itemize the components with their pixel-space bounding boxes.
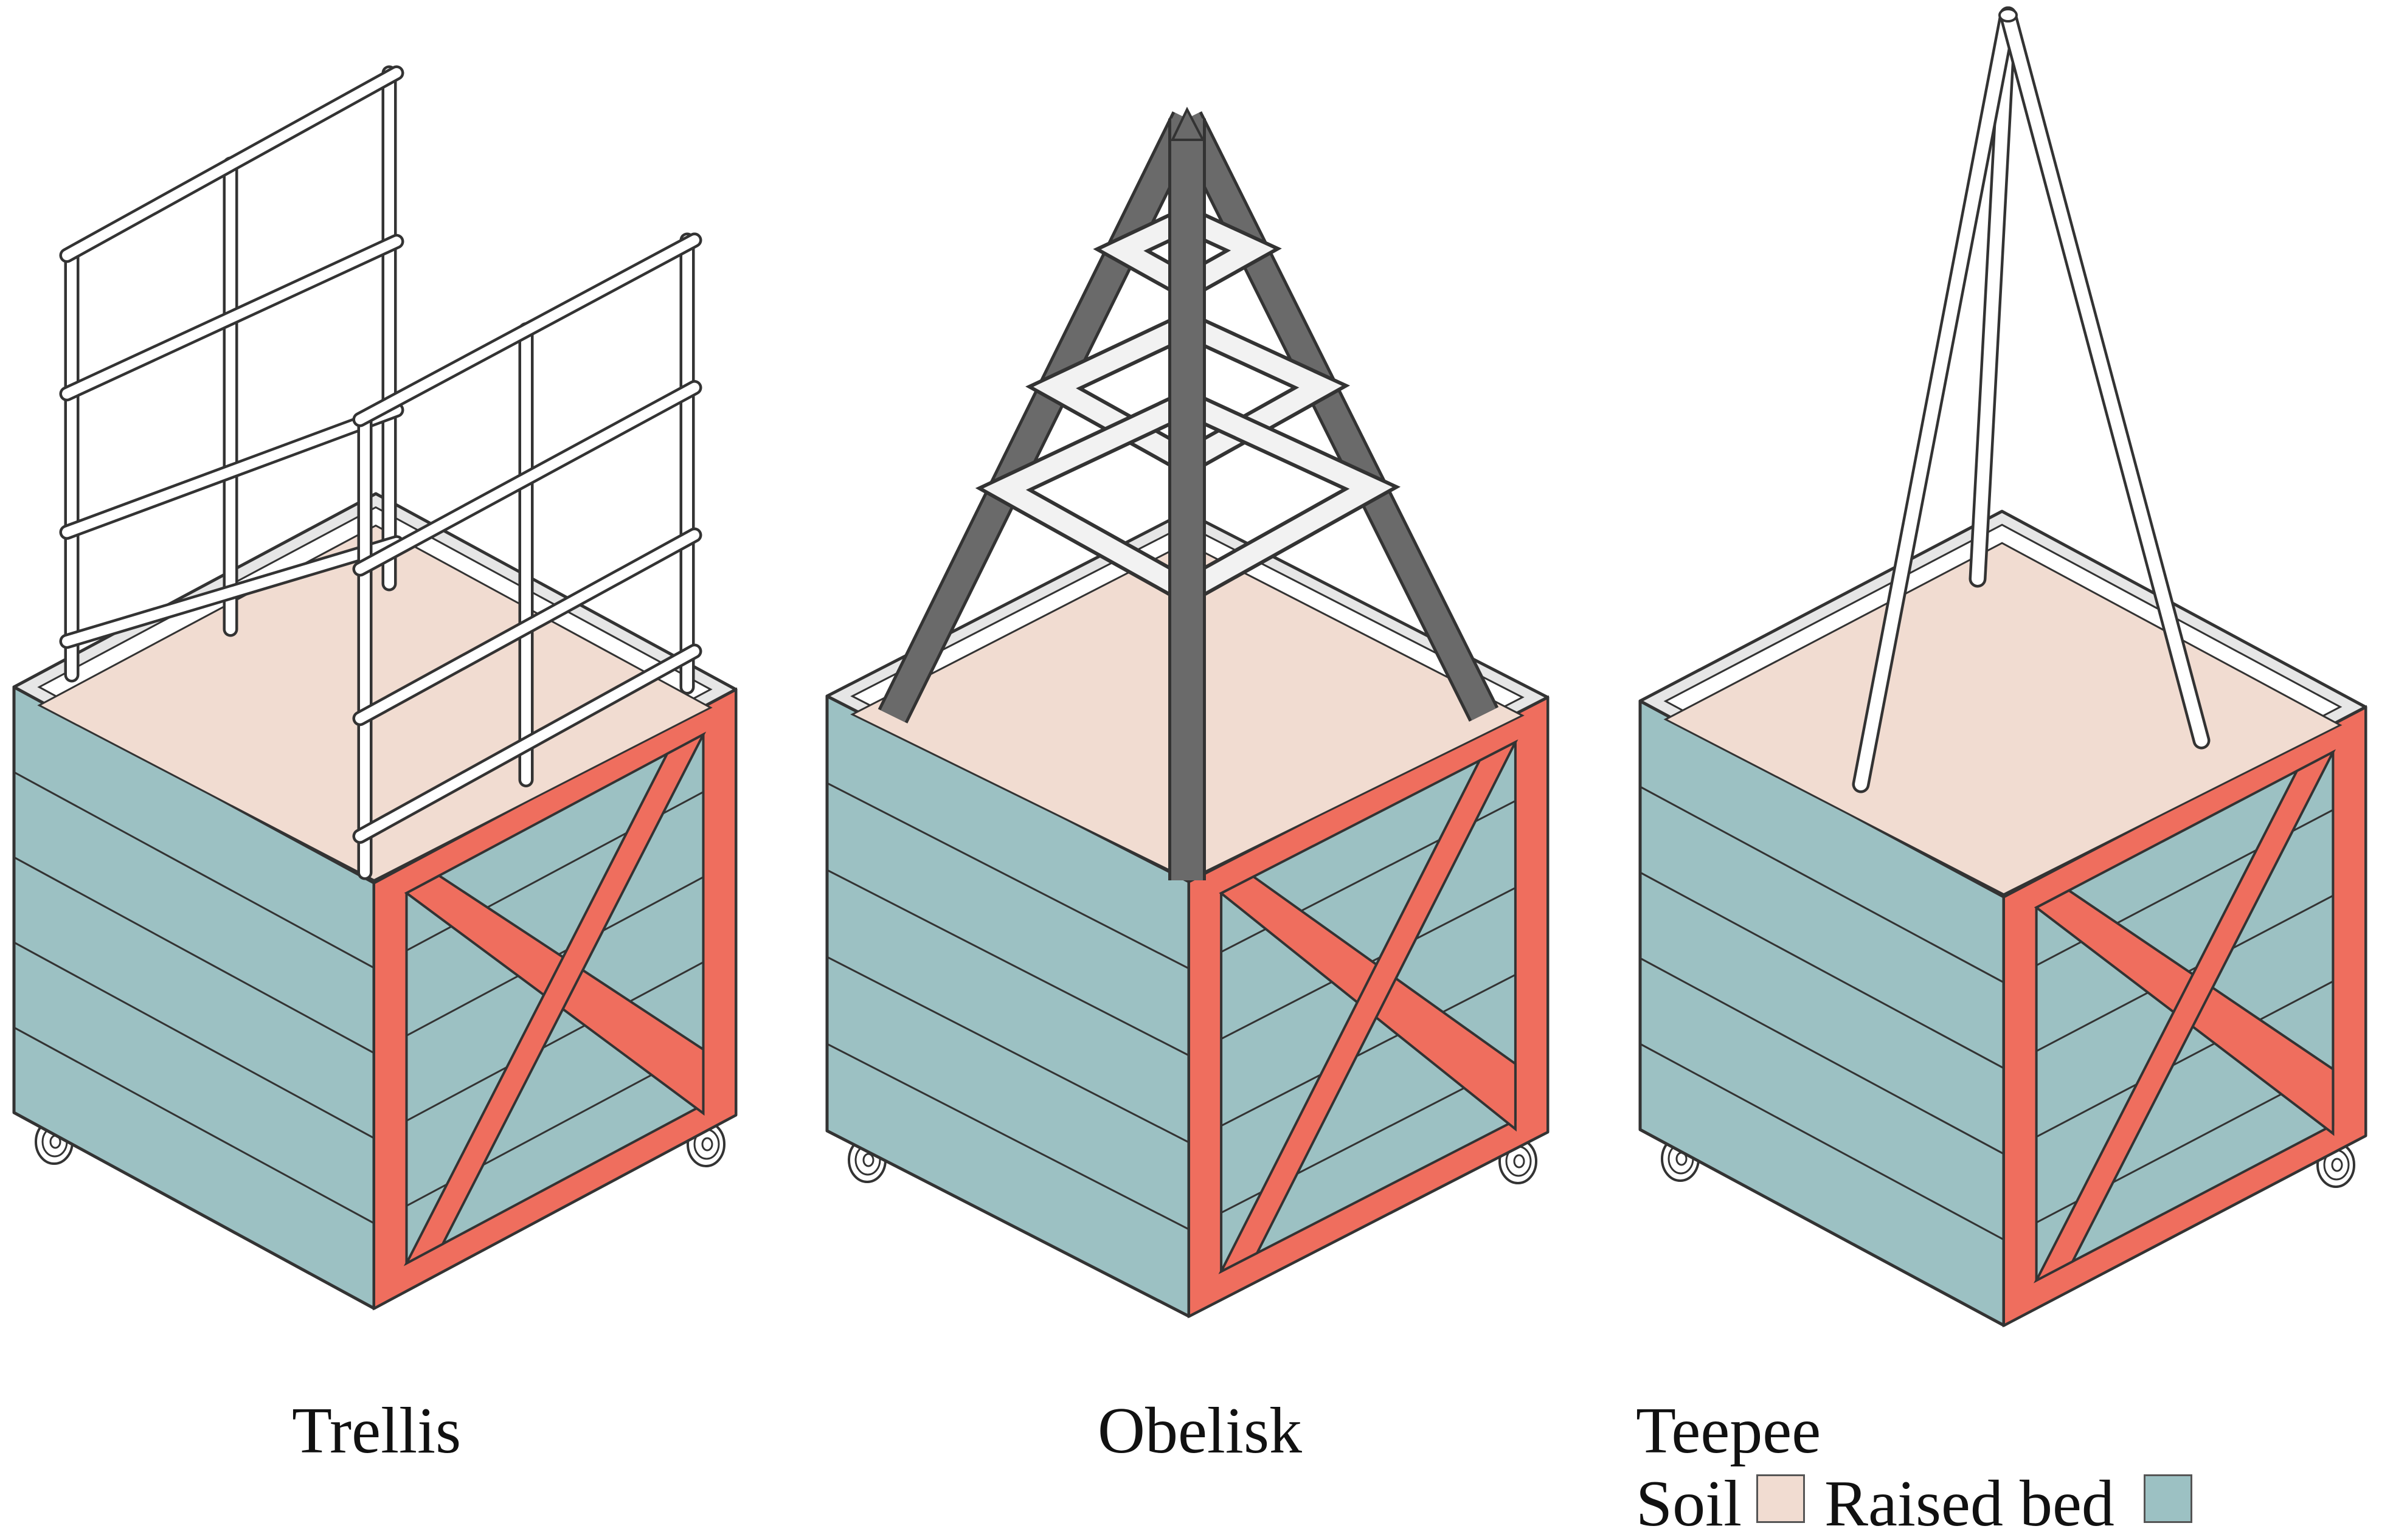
teepee-planter [1638,6,2367,1328]
legend-soil-swatch [1756,1474,1805,1523]
trellis-brace-up [403,731,707,1266]
trellis-caster-right-hub [701,1137,713,1152]
obelisk-caption: Obelisk [1098,1395,1302,1467]
obelisk-leg-left [881,112,1199,722]
trellis-left-plank-line [13,941,375,1139]
teepee-brace-up [2033,749,2336,1283]
obelisk-brace-up [1218,739,1519,1274]
obelisk-left-plank-line [826,782,1190,970]
trellis-back-rail-1 [62,237,401,399]
trellis-back-rail-0 [62,68,401,260]
trellis-front-rail-2 [355,530,699,723]
obelisk-left-plank-line [826,1043,1190,1231]
trellis-left-plank-line [13,1026,375,1224]
teepee-tie [1998,8,2018,22]
teepee-soil [1663,542,2343,896]
teepee-left-plank-line [1640,957,2004,1155]
teepee-left-plank-line [1640,1043,2004,1241]
trellis-back-rail-2 [62,405,401,537]
obelisk-left-plank-line [826,869,1190,1057]
teepee-caster-right-hub [2331,1158,2343,1172]
trellis-front-rail-0 [355,235,699,424]
legend-bed-swatch [2144,1474,2192,1523]
teepee-left-plank-line [1640,786,2004,984]
teepee-right-plank-line [2003,792,2366,984]
teepee-pole-left [1855,9,2014,790]
obelisk-left-plank-line [826,956,1190,1144]
trellis-front-rail-1 [355,382,699,574]
obelisk-caster-right-hub [1513,1154,1525,1169]
obelisk-right-plank-line [1188,783,1548,970]
trellis-front-rail-3 [355,646,699,841]
teepee-pole-right [2002,9,2208,747]
trellis-right-plank-line [373,944,736,1139]
trellis-left-plank-line [13,771,375,969]
obelisk-leg-right [1175,112,1496,720]
trellis-left-plank-line [13,856,375,1054]
trellis-right-plank-line [373,773,736,969]
obelisk-right-plank-line [1188,957,1548,1144]
trellis-back-rail-3 [62,537,401,646]
legend-soil-label: Soil [1636,1468,1742,1540]
legend-bed-label: Raised bed [1824,1468,2114,1540]
trellis-planter [12,65,738,1311]
teepee-caption: Teepee [1636,1395,1821,1467]
trellis-caption: Trellis [292,1395,462,1467]
teepee-pole-back [1972,9,2014,585]
obelisk-planter [825,106,1550,1319]
obelisk-finial [1170,106,1205,141]
teepee-right-plank-line [2003,963,2366,1155]
teepee-left-plank-line [1640,871,2004,1069]
obelisk-caster-left-hub [862,1153,874,1167]
